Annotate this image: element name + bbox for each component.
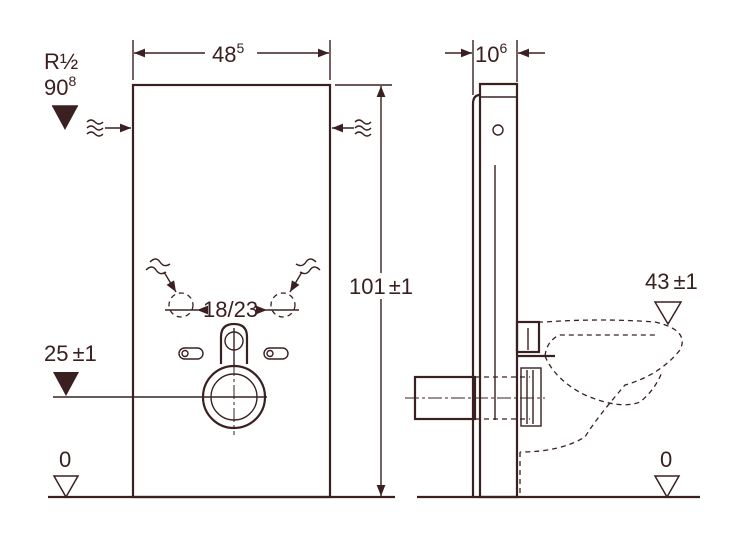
mounting-slot-right bbox=[263, 347, 289, 360]
drain-height-value: 25 bbox=[44, 341, 68, 366]
width-value: 48 bbox=[212, 42, 236, 67]
height-value: 101 bbox=[349, 274, 386, 299]
width-fraction: 5 bbox=[236, 40, 244, 56]
drain-circle-left bbox=[168, 292, 194, 318]
floor-label-front: 0 bbox=[59, 447, 71, 472]
side-view: 106 bbox=[405, 40, 700, 499]
module-side bbox=[471, 82, 519, 499]
svg-text:106: 106 bbox=[475, 40, 507, 67]
bowl-height-marker bbox=[653, 301, 683, 326]
depth-dimension: 106 bbox=[445, 40, 545, 95]
pipe-height-marker bbox=[52, 106, 78, 130]
pipe-height-value: 90 bbox=[44, 75, 68, 100]
floor-label-side: 0 bbox=[660, 447, 672, 472]
bowl-connector bbox=[520, 367, 542, 427]
water-flow-left-icon bbox=[145, 258, 177, 293]
svg-text:43±1: 43±1 bbox=[645, 269, 698, 294]
pipe-size-label: R½ bbox=[44, 49, 78, 74]
drain-circle-right bbox=[270, 292, 296, 318]
drain-pipe bbox=[405, 375, 545, 421]
mounting-slot-left bbox=[178, 347, 204, 360]
water-inlet-left-icon bbox=[86, 119, 131, 137]
width-dimension: 485 bbox=[132, 40, 331, 80]
water-flow-right-icon bbox=[289, 258, 321, 293]
floor-marker-front bbox=[52, 475, 80, 499]
drain-height-marker bbox=[53, 372, 79, 396]
depth-fraction: 6 bbox=[499, 40, 507, 56]
pipe-height-fraction: 8 bbox=[68, 73, 76, 89]
front-view: 485 R½ 908 101±1 bbox=[44, 40, 422, 499]
svg-text:908: 908 bbox=[44, 73, 76, 100]
height-tolerance: ±1 bbox=[389, 274, 413, 299]
bowl-height-tolerance: ±1 bbox=[673, 269, 697, 294]
water-inlet-right-icon bbox=[332, 119, 372, 137]
front-panel bbox=[131, 83, 332, 499]
drain-connector bbox=[201, 362, 267, 435]
height-dimension: 101±1 bbox=[335, 84, 422, 496]
bowl-height-value: 43 bbox=[645, 269, 669, 294]
inlet-bracket bbox=[515, 320, 555, 358]
inlet-fitting bbox=[219, 322, 249, 365]
drain-spacing-label: 18/23 bbox=[203, 297, 258, 322]
svg-text:25±1: 25±1 bbox=[44, 341, 97, 366]
drain-height-tolerance: ±1 bbox=[72, 341, 96, 366]
svg-text:101±1: 101±1 bbox=[349, 274, 413, 299]
svg-text:485: 485 bbox=[212, 40, 244, 67]
floor-marker-side bbox=[653, 475, 681, 499]
depth-value: 10 bbox=[475, 42, 499, 67]
wc-bowl-outline bbox=[519, 319, 683, 497]
